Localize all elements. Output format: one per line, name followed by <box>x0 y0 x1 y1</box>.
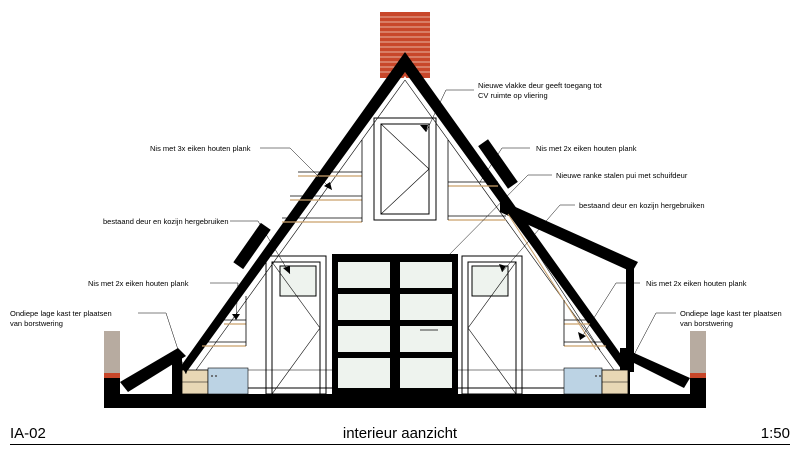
dormer-roof-right <box>500 200 638 272</box>
cabinet-right <box>563 367 629 395</box>
annotation-niche-left-top: Nis met 3x eiken houten plank <box>150 144 251 153</box>
annotation-existing-door-right: bestaand deur en kozijn hergebruiken <box>579 201 705 210</box>
floor-slab <box>104 394 706 408</box>
annotation-cabinet-right: Ondiepe lage kast ter plaatsen <box>680 309 782 318</box>
niche-left-low <box>202 296 247 347</box>
annotation-cabinet-right-2: van borstwering <box>680 319 733 328</box>
niche-right-low <box>563 300 606 347</box>
elevation-drawing: Nieuwe vlakke deur geeft toegang tot CV … <box>10 12 782 408</box>
drawing-title: interieur aanzicht <box>342 425 458 442</box>
annotation-door-attic: Nieuwe vlakke deur geeft toegang tot <box>478 81 603 90</box>
title-block: IA-02 interieur aanzicht 1:50 <box>0 418 800 449</box>
roof-window-left <box>233 222 271 270</box>
steel-frame-sliding-door <box>332 254 458 394</box>
lean-to-roof-left <box>120 348 186 392</box>
annotation-steel-frame: Nieuwe ranke stalen pui met schuifdeur <box>556 171 688 180</box>
pillar-left <box>104 331 120 394</box>
niche-right-top <box>447 140 506 221</box>
existing-door-right <box>461 255 523 395</box>
annotation-niche-right-low: Nis met 2x eiken houten plank <box>646 279 747 288</box>
annotation-cabinet-left-2: van borstwering <box>10 319 63 328</box>
annotation-cabinet-left: Ondiepe lage kast ter plaatsen <box>10 309 112 318</box>
lean-to-roof-right <box>632 352 690 388</box>
drawing-scale: 1:50 <box>760 425 790 442</box>
roof-window-right <box>478 139 518 189</box>
cabinet-left <box>181 367 249 395</box>
annotation-niche-right-top: Nis met 2x eiken houten plank <box>536 144 637 153</box>
attic-door <box>373 117 437 221</box>
title-underline <box>10 444 790 445</box>
drawing-code: IA-02 <box>10 425 46 442</box>
leader-lines <box>138 89 676 375</box>
annotation-existing-door-left: bestaand deur en kozijn hergebruiken <box>103 217 229 226</box>
annotation-door-attic-2: CV ruimte op vliering <box>478 91 548 100</box>
annotation-niche-left-low: Nis met 2x eiken houten plank <box>88 279 189 288</box>
pillar-right <box>690 331 706 394</box>
existing-door-left <box>265 255 327 395</box>
niche-left-top <box>282 140 363 223</box>
